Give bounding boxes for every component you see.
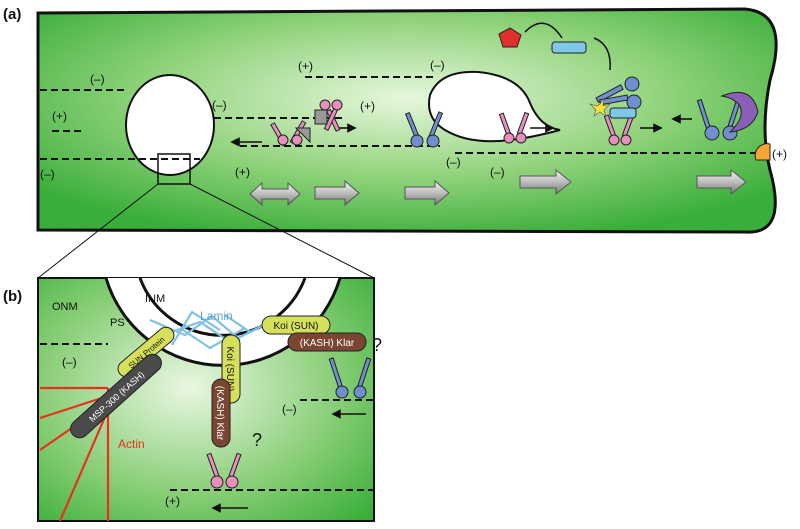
sign-minus: (–) [212,98,227,112]
direction-arrows [230,114,692,147]
kinesin-motor [270,120,307,147]
nucleus-1 [125,74,215,176]
actin-label: Actin [118,437,145,451]
sign-minus: (–) [62,355,77,369]
lamin-label: Lamin [200,309,233,323]
dynein-motor [696,98,742,141]
sign-plus: (+) [235,165,250,179]
kinesin-motors [270,99,635,147]
curved-arrow-icon [524,22,563,39]
sign-minus: (–) [282,402,297,416]
red-ligand-icon [498,27,522,48]
sign-minus: (–) [90,72,105,86]
purple-crescent [720,92,759,133]
adaptors [294,109,328,144]
dynein-motors [404,76,742,148]
sign-plus: (+) [772,147,787,161]
koi-sun-horizontal: Koi (SUN) [261,315,331,335]
sign-plus: (+) [52,109,67,123]
zoom-box [157,153,191,185]
dynein-motor [595,76,642,110]
sign-minus: (–) [446,155,461,169]
klar-kash-horizontal: (KASH) Klar [287,332,367,352]
onm-label: ONM [52,301,78,313]
kinesin-motor [319,99,343,132]
blue-cargo-bar [551,41,587,54]
blue-cargo-bar [609,107,637,119]
koi-sun-label: Koi (SUN) [273,321,318,332]
movement-arrows [249,168,747,207]
ps-label: PS [110,317,125,329]
curved-arrow-icon [593,37,611,71]
panel-b-label: (b) [3,288,22,305]
sign-minus: (–) [40,167,55,181]
orange-cap [754,143,771,161]
polarity-signs: (–) (+) (–) (–) (+) (+) (+) (–) (–) (–) … [40,58,787,181]
kinesin-motor [206,452,242,489]
koi-sun-label: Koi (SUN) [224,346,235,391]
panel-a-label: (a) [3,6,21,23]
kinesin-motor [498,111,530,144]
sign-minus: (–) [430,58,445,72]
kinesin-motor [603,113,635,146]
microtubules [40,343,374,491]
yellow-star-icon [588,97,612,117]
sign-plus: (+) [165,494,180,508]
question-mark: ? [252,430,262,450]
direction-arrows [211,409,366,513]
microtubules [40,76,760,160]
klar-kash-label: (KASH) Klar [214,386,225,441]
klar-kash-label: (KASH) Klar [300,338,355,349]
zoom-lines [37,183,375,279]
sign-plus: (+) [360,99,375,113]
question-mark: ? [372,335,382,355]
inm-label: INM [145,293,165,305]
muscle-cell [36,7,778,234]
dynein-motor [328,357,372,399]
klar-kash-vertical: (KASH) Klar [211,378,231,448]
dynein-motor [404,111,444,148]
sign-plus: (+) [298,59,313,73]
nucleus-2 [428,70,561,143]
sign-minus: (–) [490,165,505,179]
